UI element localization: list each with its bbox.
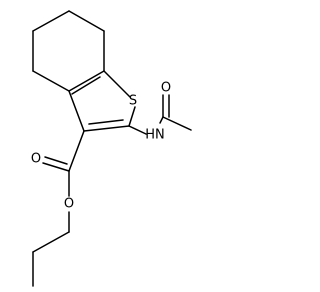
bond-c7a-s (103, 70, 131, 98)
bond-cester-o-double (42, 162, 70, 172)
bond-camide-methyl (162, 116, 192, 131)
bond-c2-c3-inner (88, 119, 124, 125)
sulfur-atom-label: S (129, 94, 137, 109)
atom-labels: S HN O O O (31, 81, 171, 212)
bond-c7a-c3a-inner (71, 76, 101, 95)
bond-c4-c5 (32, 10, 70, 32)
acetamido-group (128, 94, 192, 135)
bond-c3a-c3 (32, 70, 70, 92)
amide-nitrogen-label: HN (145, 128, 165, 143)
propyl-ester-group (32, 130, 85, 287)
bond-c2-n (128, 125, 147, 135)
bond-s-c2 (128, 106, 136, 127)
bond-n-camide (159, 116, 164, 124)
amide-carbonyl-oxygen-label: O (161, 81, 171, 96)
molecule-structure: S HN O O O (31, 10, 192, 287)
ester-carbonyl-oxygen-label: O (31, 152, 41, 167)
bond-c5-c6 (68, 10, 105, 32)
bond-ch2-ch2 (32, 231, 70, 253)
bond-c3-cester (68, 130, 85, 172)
ester-oxygen-label: O (64, 197, 74, 212)
bond-c2-c3 (83, 125, 130, 132)
bond-c7a-c3a (68, 70, 105, 92)
bond-cester-o-double-inner (44, 156, 68, 165)
cyclohexene-ring (32, 10, 105, 92)
thiophene-ring (68, 70, 136, 132)
bond-c3-c3a (68, 90, 85, 132)
